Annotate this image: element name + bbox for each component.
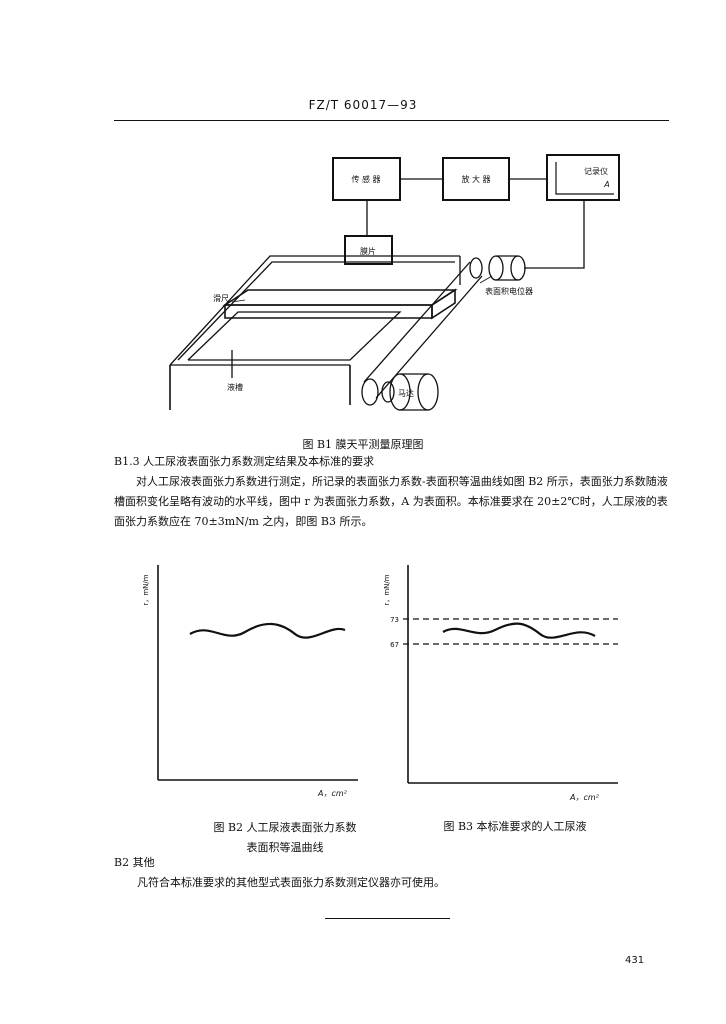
- b3-xlabel: A，cm²: [569, 793, 600, 802]
- figure-b3-caption: 图 B3 本标准要求的人工尿液: [443, 820, 587, 833]
- section-b2-heading: B2 其他: [114, 856, 155, 869]
- b3-tick-73: 73: [390, 616, 399, 624]
- figure-b2-caption: 图 B2 人工尿液表面张力系数 表面积等温曲线: [180, 818, 390, 858]
- recorder-label: 记录仪: [584, 167, 608, 176]
- slider-bar: [222, 289, 458, 306]
- b2-xlabel: A，cm²: [317, 789, 348, 798]
- motor-label: 马达: [398, 388, 414, 398]
- b3-curve: [442, 622, 596, 639]
- section-b2-paragraph: 凡符合本标准要求的其他型式表面张力系数测定仪器亦可使用。: [137, 876, 445, 889]
- figure-b3-plot: 73 67 r，mN/m A，cm²: [383, 565, 618, 802]
- figure-b2-caption-line2: 表面积等温曲线: [246, 841, 324, 854]
- standard-code: FZ/T 60017—93: [308, 98, 418, 112]
- figure-b2-caption-line1: 图 B2 人工尿液表面张力系数: [213, 821, 357, 834]
- b2-curve: [189, 622, 346, 639]
- area-pot-label: 表面积电位器: [485, 286, 533, 296]
- membrane-label: 膜片: [360, 246, 376, 256]
- figure-b1-caption: 图 B1 膜天平测量原理图: [302, 438, 424, 451]
- amplifier-label: 放 大 器: [461, 174, 490, 184]
- b2-ylabel: r，mN/m: [142, 574, 150, 605]
- slider-label: 滑尺: [213, 293, 229, 303]
- end-rule: [325, 918, 450, 919]
- b3-ylabel: r，mN/m: [383, 574, 391, 605]
- recorder-box: [546, 154, 620, 201]
- figure-b2-plot: r，mN/m A，cm²: [142, 565, 358, 798]
- membrane-box: [344, 235, 393, 265]
- trough-outline: [169, 255, 460, 366]
- motor-pulley: [361, 378, 379, 406]
- header-rule: [114, 120, 669, 121]
- b3-tick-67: 67: [390, 641, 399, 649]
- liquid-label: 液槽: [227, 382, 243, 392]
- recorder-a-label: A: [603, 180, 609, 189]
- sensor-label: 传 感 器: [351, 174, 380, 184]
- figure-b1-schematic: 传 感 器 放 大 器 记录仪 A 膜片 表面积电位器 滑尺 液槽 马达: [169, 154, 620, 411]
- section-b13-paragraph: 对人工尿液表面张力系数进行测定，所记录的表面张力系数-表面积等温曲线如图 B2 …: [114, 475, 668, 528]
- page-number: 431: [625, 955, 645, 966]
- section-b13-heading: B1.3 人工尿液表面张力系数测定结果及本标准的要求: [114, 455, 375, 468]
